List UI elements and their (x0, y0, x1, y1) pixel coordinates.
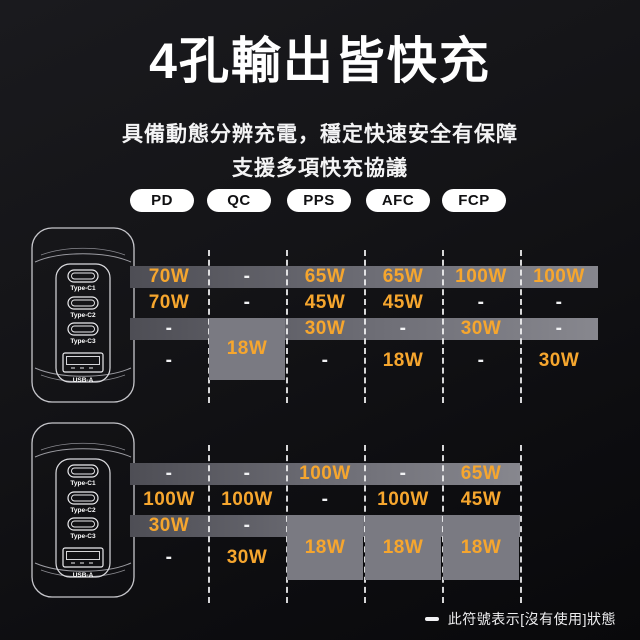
table-cell: 18W (382, 350, 424, 371)
table-cell: 30W (460, 318, 502, 339)
protocol-pill-pps: PPS (287, 189, 351, 212)
table-cell: - (477, 292, 485, 313)
table-cell: - (555, 292, 563, 313)
table-cell: 30W (538, 350, 580, 371)
table-cell: 65W (304, 266, 346, 287)
table-cell: 30W (304, 318, 346, 339)
footnote-text: 此符號表示[沒有使用]狀態 (447, 611, 616, 627)
port-label-usb-a: USB-A (73, 572, 94, 579)
table-cell: 45W (382, 292, 424, 313)
table-cell (208, 340, 286, 382)
table-cell: 100W (221, 489, 273, 510)
table-cell (442, 537, 520, 579)
footnote: 此符號表示[沒有使用]狀態 (424, 609, 616, 629)
table-cell: 65W (460, 463, 502, 484)
dash-icon (424, 617, 439, 621)
protocol-pill-pd: PD (130, 189, 194, 212)
table-cell: 18W (382, 536, 424, 558)
protocol-pill-afc: AFC (366, 189, 430, 212)
charger-illustration-upper: Type-C1 Type-C2 Type-C3 USB-A (31, 227, 135, 403)
column-divider (520, 445, 522, 603)
table-cell (208, 318, 286, 340)
table-cell: 18W (226, 338, 268, 359)
merged-cell-fcp-18w: 18W (443, 515, 519, 580)
merged-cell-afc-18w: 18W (365, 515, 441, 580)
table-row-usb-a: - 30W (130, 537, 520, 579)
column-divider (208, 445, 210, 603)
port-label-type-c3: Type-C3 (70, 533, 96, 540)
row-band (130, 463, 520, 485)
table-cell: - (243, 292, 251, 313)
column-divider (364, 250, 366, 403)
table-cell: 100W (377, 489, 429, 510)
table-row-usb-a: - - 18W - 30W (130, 340, 598, 382)
table-row-type-c1: - - 100W - 65W (130, 463, 520, 485)
table-cell: 70W (148, 292, 190, 313)
table-cell: 18W (460, 536, 502, 558)
table-cell (286, 515, 364, 537)
subtitle-line-2: 支援多項快充協議 (232, 157, 408, 180)
table-cell: - (555, 318, 563, 339)
usb-a-port-icon (62, 547, 104, 568)
column-divider (442, 250, 444, 403)
table-row-type-c2: 100W 100W - 100W 45W (130, 485, 520, 515)
page-title: 4孔輸出皆快充 (149, 33, 491, 89)
table-cell: - (321, 489, 329, 510)
port-label-type-c1: Type-C1 (70, 285, 96, 292)
column-divider (286, 250, 288, 403)
port-label-usb-a: USB-A (73, 377, 94, 384)
protocol-pill-fcp: FCP (442, 189, 506, 212)
merged-cell-pps-18w: 18W (287, 515, 363, 580)
table-row-type-c2: 70W - 45W 45W - - (130, 288, 598, 318)
table-cell: - (243, 266, 251, 287)
port-label-type-c2: Type-C2 (70, 312, 96, 319)
table-cell: 70W (148, 266, 190, 287)
table-row-type-c1: 70W - 65W 65W 100W 100W (130, 266, 598, 288)
protocol-pill-qc: QC (207, 189, 271, 212)
table-cell: 18W (304, 536, 346, 558)
table-cell: 100W (455, 266, 507, 287)
subtitle-line-1: 具備動態分辨充電，穩定快速安全有保障 (122, 123, 518, 146)
table-cell: 45W (304, 292, 346, 313)
table-cell (364, 537, 442, 579)
charger-illustration-lower: Type-C1 Type-C2 Type-C3 USB-A (31, 422, 135, 598)
table-cell: 30W (226, 547, 268, 568)
usb-c-port-icons (67, 269, 99, 336)
table-cell: 100W (533, 266, 585, 287)
column-divider (520, 250, 522, 403)
table-cell: 30W (148, 515, 190, 536)
port-label-type-c3: Type-C3 (70, 338, 96, 345)
usb-c-port-icons (67, 464, 99, 531)
port-label-type-c2: Type-C2 (70, 507, 96, 514)
table-cell: - (165, 318, 173, 339)
table-row-type-c3: - 30W - 30W - (130, 318, 598, 340)
usb-a-port-icon (62, 352, 104, 373)
table-row-type-c3: 30W - (130, 515, 520, 537)
table-cell (286, 537, 364, 579)
table-cell: 100W (143, 489, 195, 510)
table-cell (364, 515, 442, 537)
table-cell: - (243, 515, 251, 536)
table-cell: 100W (299, 463, 351, 484)
table-cell: - (165, 547, 173, 568)
table-cell: 45W (460, 489, 502, 510)
port-label-type-c1: Type-C1 (70, 480, 96, 487)
table-cell: - (477, 350, 485, 371)
table-cell (442, 515, 520, 537)
table-cell: - (399, 463, 407, 484)
table-cell: - (165, 350, 173, 371)
table-cell: - (321, 350, 329, 371)
table-cell: - (399, 318, 407, 339)
table-cell: 65W (382, 266, 424, 287)
table-cell: - (165, 463, 173, 484)
table-cell: - (243, 463, 251, 484)
merged-cell-qc-18w: 18W (209, 318, 285, 380)
